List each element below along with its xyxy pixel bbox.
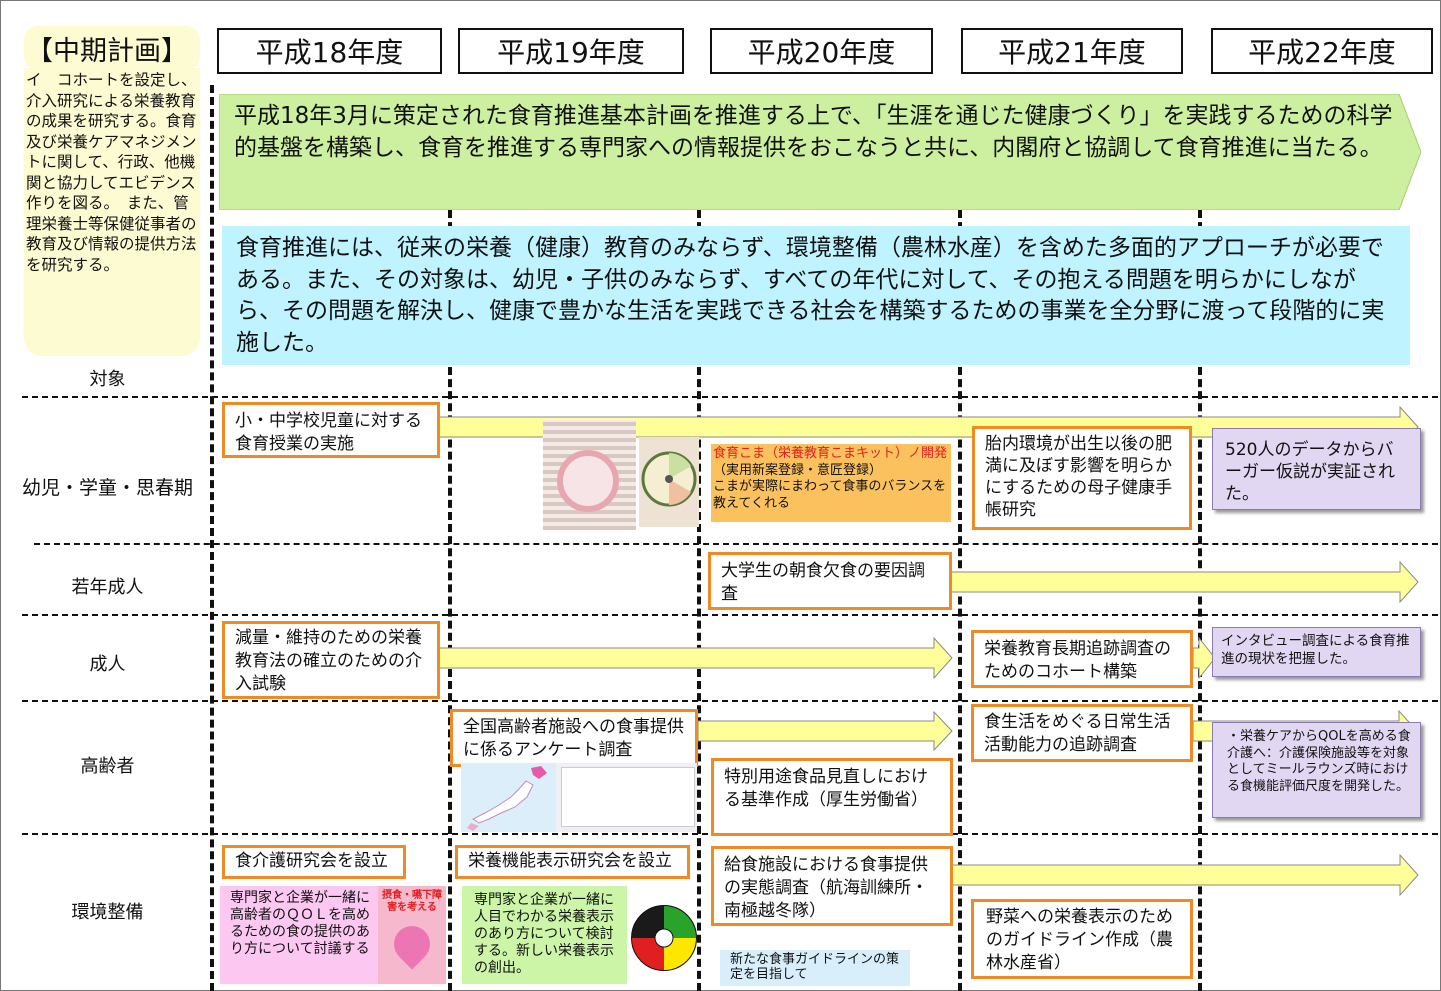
box-koma-development: 食育こま（栄養教育こまキット）ノ開発（実用新案登録・意匠登録） こまが実際にまわ… bbox=[711, 444, 951, 522]
box-breakfast-skipping: 大学生の朝食欠食の要因調査 bbox=[708, 552, 952, 610]
koma-title: 食育こま（栄養教育こまキット）ノ開発 bbox=[713, 446, 948, 461]
year-header-h20: 平成20年度 bbox=[710, 28, 933, 74]
category-elderly: 高齢者 bbox=[80, 756, 135, 777]
box-weight-loss-trial: 減量・維持のための栄養教育法の確立のための介入試験 bbox=[222, 621, 440, 699]
category-young-adult: 若年成人 bbox=[71, 577, 144, 598]
divider-v-1 bbox=[448, 210, 452, 991]
category-header: 対象 bbox=[89, 369, 126, 390]
divider-v-0 bbox=[210, 85, 214, 991]
year-header-h19: 平成19年度 bbox=[458, 28, 684, 74]
koma-description: こまが実際にまわって食事のバランスを教えてくれる bbox=[713, 479, 947, 511]
box-maternal-handbook: 胎内環境が出生以後の肥満に及ぼす影響を明らかにするための母子健康手帳研究 bbox=[972, 426, 1192, 530]
japan-map-icon bbox=[461, 763, 556, 832]
photo-koma-disc bbox=[639, 437, 699, 527]
box-nutrition-label-society: 栄養機能表示研究会を設立 bbox=[455, 845, 690, 879]
arrow-adult-2 bbox=[1193, 636, 1216, 680]
divider-h-3 bbox=[22, 614, 1438, 616]
book-title: 摂食・嚥下障害を考える bbox=[382, 890, 442, 913]
divider-v-3 bbox=[958, 210, 962, 991]
divider-h-1 bbox=[22, 396, 1438, 398]
box-adl-followup: 食生活をめぐる日常生活活動能力の追跡調査 bbox=[971, 704, 1193, 762]
box-institutional-meals: 給食施設における食事提供の実態調査（航海訓練所・南極越冬隊） bbox=[711, 846, 953, 926]
green-banner-shape bbox=[219, 94, 1421, 210]
image-book-cover: 摂食・嚥下障害を考える bbox=[378, 886, 446, 984]
year-header-h18: 平成18年度 bbox=[217, 28, 442, 74]
category-environment: 環境整備 bbox=[71, 902, 144, 923]
divider-h-4 bbox=[22, 700, 1438, 702]
arrow-young-adult bbox=[948, 560, 1419, 604]
koma-wheel-icon bbox=[641, 451, 697, 507]
box-meal-rounds-scale: ・栄養ケアからQOLを高める食介護へ：介護保険施設等を対象としてミールラウンズ時… bbox=[1212, 722, 1421, 818]
nutrition-wheel-icon bbox=[631, 905, 697, 971]
box-food-care-society: 食介護研究会を設立 bbox=[222, 845, 406, 879]
heart-icon bbox=[386, 918, 438, 970]
box-nutrition-label-desc: 専門家と企業が一緒に人目でわかる栄養表示のあり方について検討する。新しい栄養表示… bbox=[462, 886, 627, 984]
plan-title: 【中期計画】 bbox=[24, 26, 200, 70]
category-adult: 成人 bbox=[89, 654, 126, 675]
cyan-banner: 食育推進には、従来の栄養（健康）教育のみならず、環境整備（農林水産）を含めた多面… bbox=[222, 226, 1410, 365]
image-japan-map-survey bbox=[461, 763, 697, 832]
box-vegetable-labeling: 野菜への栄養表示のためのガイドライン作成（農林水産省） bbox=[971, 899, 1193, 979]
divider-v-4 bbox=[1198, 210, 1202, 991]
photo-koma-hand bbox=[543, 420, 636, 530]
arrow-adult-1 bbox=[438, 636, 953, 680]
box-child-lessons: 小・中学校児童に対する食育授業の実施 bbox=[222, 402, 440, 458]
year-header-h22: 平成22年度 bbox=[1211, 28, 1433, 74]
box-interview-survey: インタビュー調査による食育推進の現状を把握した。 bbox=[1212, 627, 1421, 677]
year-header-h21: 平成21年度 bbox=[961, 28, 1183, 74]
note-new-guidelines: 新たな食事ガイドラインの策定を目指して bbox=[720, 950, 910, 986]
category-child: 幼児・学童・思春期 bbox=[21, 477, 193, 499]
arrow-environment bbox=[948, 853, 1419, 897]
box-special-use-food: 特別用途食品見直しにおける基準作成（厚生労働省） bbox=[711, 758, 953, 836]
survey-sheet-thumbnail bbox=[561, 767, 695, 827]
arrow-elderly-1 bbox=[698, 711, 953, 751]
plan-body: イ コホートを設定し、介入研究による栄養教育の成果を研究する。食育及び栄養ケアマ… bbox=[24, 68, 200, 356]
box-barker-hypothesis: 520人のデータからバーガー仮説が実証された。 bbox=[1212, 428, 1421, 510]
koma-subtitle: （実用新案登録・意匠登録） bbox=[713, 462, 883, 478]
divider-v-2 bbox=[697, 210, 701, 991]
box-cohort-build: 栄養教育長期追跡調査のためのコホート構築 bbox=[971, 630, 1193, 688]
koma-disc-shape bbox=[557, 450, 619, 512]
divider-h-2 bbox=[34, 543, 1438, 545]
green-banner-text: 平成18年3月に策定された食育推進基本計画を推進する上で、「生涯を通じた健康づく… bbox=[234, 103, 1393, 161]
box-facility-survey: 全国高齢者施設への食事提供に係るアンケート調査 bbox=[450, 709, 698, 767]
box-food-care-desc: 専門家と企業が一緒に高齢者のＱＯＬを高めるための食の提供のあり方について討議する bbox=[220, 886, 378, 984]
